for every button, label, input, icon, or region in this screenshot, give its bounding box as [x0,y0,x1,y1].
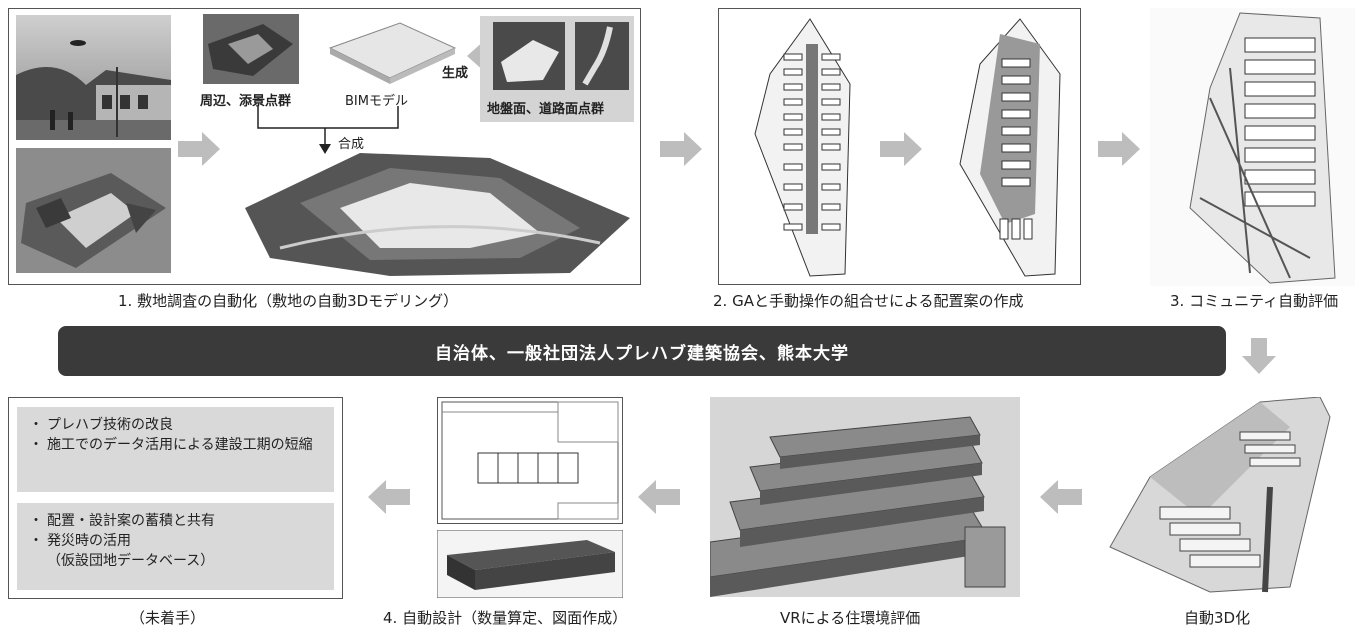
label-ground-road-pointcloud: 地盤面、道路面点群 [487,102,605,117]
partners-banner: 自治体、一般社団法人プレハブ建築協会、熊本大学 [58,326,1226,376]
arrow-left-3 [368,480,410,514]
auto-3d-model [1090,397,1355,597]
step3-caption: 3. コミュニティ自動評価 [1170,292,1339,310]
future-group-1: プレハブ技術の改良 施工でのデータ活用による建設工期の短縮 [17,407,334,492]
ga-layout-plan-b [940,14,1070,282]
label-bim-model: BIMモデル [345,94,408,109]
drone-photo [16,15,171,140]
arrow-left-2 [638,480,680,514]
label-combine: 合成 [338,137,365,152]
arrow-right-1 [178,132,220,166]
future-item: プレハブ技術の改良 [29,415,322,435]
combine-bracket [257,106,399,154]
arrow-left-1 [1040,480,1082,514]
future-item: 配置・設計案の蓄積と共有 [29,511,322,531]
road-pointcloud-thumb [575,22,629,90]
future-caption: （未着手） [130,609,206,627]
arrow-down [1242,338,1276,374]
bim-model-thumb [320,18,460,84]
ga-layout-plan-a [740,14,865,282]
vr-caption: VRによる住環境評価 [780,609,921,627]
future-item: 施工でのデータ活用による建設工期の短縮 [29,435,322,455]
step4-caption: 4. 自動設計（数量算定、図面作成） [383,609,628,627]
auto-design-drawing [437,397,623,524]
auto-design-3d-building [437,530,623,598]
ground-pointcloud-thumb [493,22,565,90]
pointcloud-aerial [16,148,171,273]
future-item: 発災時の活用 [29,531,322,551]
arrow-right-3 [880,132,922,166]
label-surroundings-pointcloud: 周辺、添景点群 [200,94,292,109]
surroundings-pointcloud-thumb [203,14,299,84]
community-evaluation-plan [1150,8,1355,286]
future-group-2: 配置・設計案の蓄積と共有 発災時の活用 （仮設団地データベース） [17,503,334,590]
future-item: （仮設団地データベース） [47,553,215,569]
arrow-right-4 [1098,132,1140,166]
combined-3d-model [240,148,632,278]
step1-caption: 1. 敷地調査の自動化（敷地の自動3Dモデリング） [118,292,459,310]
vr-rendering [710,397,1020,597]
arrow-right-2 [660,132,702,166]
partners-banner-text: 自治体、一般社団法人プレハブ建築協会、熊本大学 [435,343,849,364]
label-generate: 生成 [442,66,469,81]
auto-3d-caption: 自動3D化 [1184,609,1251,627]
step2-caption: 2. GAと手動操作の組合せによる配置案の作成 [713,292,1024,310]
